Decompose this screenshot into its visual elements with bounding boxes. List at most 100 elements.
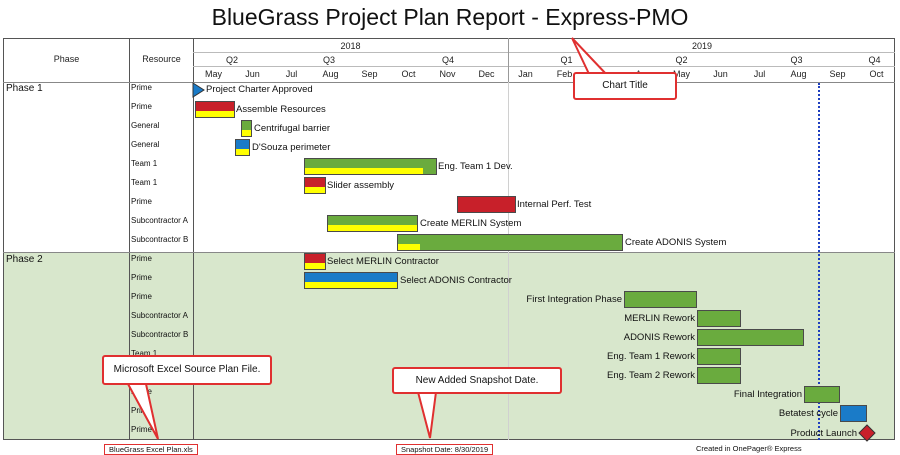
- bar-eng-team-1-rework[interactable]: [697, 348, 741, 365]
- task-label-centrifugal-barrier: Centrifugal barrier: [254, 123, 331, 134]
- month-header-17: Sep: [829, 69, 846, 79]
- month-header-7: Nov: [439, 69, 456, 79]
- bar-eng-team-2-rework[interactable]: [697, 367, 741, 384]
- resource-label: Prime: [131, 83, 152, 92]
- task-label-select-adonis-contractor: Select ADONIS Contractor: [400, 275, 512, 286]
- resource-label: Prime: [131, 425, 152, 434]
- month-header-9: Jan: [518, 69, 533, 79]
- task-label-final-integration: Final Integration: [733, 389, 802, 400]
- bar-select-adonis-contractor[interactable]: [304, 272, 398, 289]
- bar-merlin-rework[interactable]: [697, 310, 741, 327]
- bar-create-merlin-system[interactable]: [327, 215, 418, 232]
- task-label-merlin-rework: MERLIN Rework: [624, 313, 695, 324]
- resource-label: Subcontractor A: [131, 216, 188, 225]
- resource-label: General: [131, 121, 160, 130]
- month-header-6: Oct: [401, 69, 416, 79]
- resource-label: General: [131, 140, 160, 149]
- header-bottom-line: [3, 82, 895, 83]
- source-plan-filename[interactable]: BlueGrass Excel Plan.xls: [104, 444, 198, 455]
- month-header-4: Aug: [322, 69, 339, 79]
- milestone-charter-approved[interactable]: [192, 82, 206, 98]
- quarter-header-7: Q4: [868, 55, 881, 65]
- resource-label: Subcontractor B: [131, 330, 189, 339]
- task-label-charter-approved: Project Charter Approved: [206, 84, 313, 95]
- bar-internal-perf-test[interactable]: [457, 196, 516, 213]
- quarter-divider-line: [193, 66, 895, 67]
- bar-eng-team-1-dev[interactable]: [304, 158, 437, 175]
- month-header-18: Oct: [869, 69, 884, 79]
- task-label-internal-perf-test: Internal Perf. Test: [517, 199, 592, 210]
- bar-betatest-cycle[interactable]: [840, 405, 867, 422]
- month-header-10: Feb: [556, 69, 573, 79]
- quarter-header-1: Q2: [225, 55, 238, 65]
- task-label-select-merlin-contractor: Select MERLIN Contractor: [327, 256, 439, 267]
- snapshot-date-line: [818, 83, 820, 440]
- resource-column-header: Resource: [142, 54, 181, 64]
- callout-chart-title: Chart Title: [573, 72, 677, 100]
- callout-source-plan-file: Microsoft Excel Source Plan File.: [102, 355, 272, 385]
- task-label-eng-team-2-rework: Eng. Team 2 Rework: [606, 370, 695, 381]
- task-label-adonis-rework: ADONIS Rework: [623, 332, 695, 343]
- task-label-create-merlin-system: Create MERLIN System: [420, 218, 522, 229]
- resource-label: Team 1: [131, 178, 158, 187]
- task-label-betatest-cycle: Betatest cycle: [778, 408, 838, 419]
- resource-column-divider: [193, 38, 194, 440]
- month-header-13: May: [672, 69, 690, 79]
- quarter-header-3: Q4: [441, 55, 454, 65]
- task-label-slider-assembly: Slider assembly: [327, 180, 395, 191]
- resource-label: Team 1: [131, 159, 158, 168]
- bar-assemble-resources[interactable]: [195, 101, 235, 118]
- year-2019: 2019: [691, 41, 713, 51]
- resource-label: Prime: [131, 102, 152, 111]
- task-label-create-adonis-system: Create ADONIS System: [625, 237, 727, 248]
- bar-adonis-rework[interactable]: [697, 329, 804, 346]
- report-title: BlueGrass Project Plan Report - Express-…: [211, 4, 689, 30]
- task-label-first-integration-phase: First Integration Phase: [526, 294, 622, 305]
- task-label-eng-team-1-dev: Eng. Team 1 Dev.: [438, 161, 513, 172]
- resource-label: Prime: [131, 292, 152, 301]
- year-boundary-grid: [508, 82, 509, 440]
- month-header-1: May: [204, 69, 222, 79]
- phase-column-divider: [129, 38, 130, 440]
- resource-label: Prime: [131, 254, 152, 263]
- quarter-header-5: Q2: [675, 55, 688, 65]
- resource-label: Team 1: [131, 349, 158, 358]
- month-header-15: Jul: [753, 69, 766, 79]
- snapshot-date-label: Snapshot Date: 8/30/2019: [396, 444, 494, 455]
- phase-2-label: Phase 2: [6, 254, 43, 265]
- bar-dsouza-perimeter[interactable]: [235, 139, 250, 156]
- resource-label: Prime: [131, 406, 152, 415]
- month-header-3: Jul: [285, 69, 298, 79]
- quarter-header-2: Q3: [322, 55, 335, 65]
- quarter-header-4: Q1: [560, 55, 573, 65]
- task-label-dsouza-perimeter: D'Souza perimeter: [252, 142, 331, 153]
- resource-label: Prime: [131, 197, 152, 206]
- task-label-eng-team-1-rework: Eng. Team 1 Rework: [606, 351, 695, 362]
- callout-snapshot-date: New Added Snapshot Date.: [392, 367, 562, 394]
- resource-label: Subcontractor B: [131, 235, 189, 244]
- phase-1-label: Phase 1: [6, 83, 43, 94]
- milestone-product-launch[interactable]: [858, 424, 876, 442]
- month-header-16: Aug: [790, 69, 807, 79]
- created-in-label: Created in OnePager® Express: [696, 444, 802, 453]
- bar-centrifugal-barrier[interactable]: [241, 120, 252, 137]
- resource-label: Subcontractor A: [131, 311, 188, 320]
- year-divider-line: [193, 52, 895, 53]
- month-header-8: Dec: [478, 69, 495, 79]
- gantt-frame: [3, 38, 895, 440]
- bar-first-integration-phase[interactable]: [624, 291, 697, 308]
- month-header-5: Sep: [361, 69, 378, 79]
- resource-label: Prime: [131, 387, 152, 396]
- task-label-assemble-resources: Assemble Resources: [236, 104, 326, 115]
- bar-select-merlin-contractor[interactable]: [304, 253, 326, 270]
- bar-create-adonis-system[interactable]: [397, 234, 623, 251]
- task-label-product-launch: Product Launch: [790, 428, 857, 439]
- year-2018: 2018: [340, 41, 361, 51]
- phase-divider-line: [3, 252, 895, 253]
- bar-slider-assembly[interactable]: [304, 177, 326, 194]
- month-header-2: Jun: [245, 69, 260, 79]
- quarter-header-6: Q3: [790, 55, 803, 65]
- year-boundary-line: [508, 38, 509, 82]
- bar-final-integration[interactable]: [804, 386, 840, 403]
- month-header-14: Jun: [713, 69, 728, 79]
